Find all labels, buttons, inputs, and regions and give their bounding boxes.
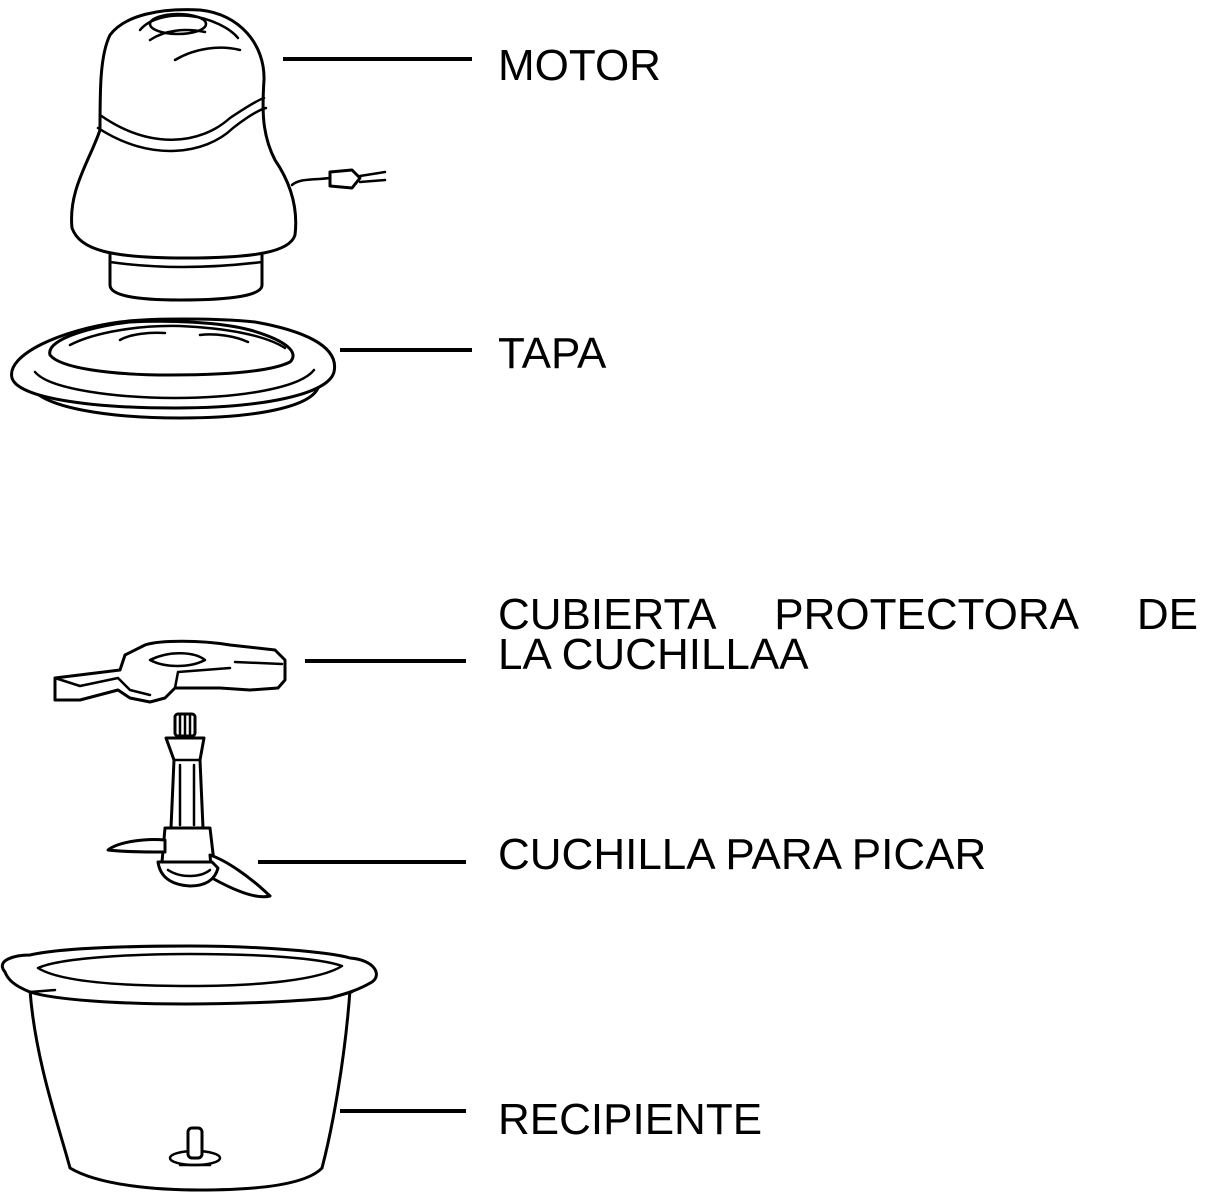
chopping-blade: [106, 712, 272, 899]
label-tapa: TAPA: [498, 332, 606, 376]
label-recipiente-text: RECIPIENTE: [498, 1095, 763, 1144]
label-cubierta-line1: CUBIERTA PROTECTORA DE: [498, 590, 1198, 639]
label-tapa-text: TAPA: [498, 329, 607, 378]
label-cubierta-line2: LA CUCHILLAA: [498, 630, 809, 679]
label-cubierta: CUBIERTA PROTECTORA DE LA CUCHILLAA: [498, 590, 1198, 679]
bowl: [1, 944, 378, 1192]
blade-cover: [53, 639, 287, 704]
lid: [10, 317, 337, 420]
label-cubierta-word1: CUBIERTA: [498, 590, 717, 639]
motor-unit: [70, 8, 387, 302]
label-recipiente: RECIPIENTE: [498, 1098, 762, 1142]
label-cubierta-word3: DE: [1136, 590, 1198, 639]
label-cuchilla: CUCHILLA PARA PICAR: [498, 833, 986, 877]
label-cubierta-word2: PROTECTORA: [774, 590, 1080, 639]
label-motor-text: MOTOR: [498, 41, 661, 90]
label-motor: MOTOR: [498, 44, 661, 88]
label-cuchilla-text: CUCHILLA PARA PICAR: [498, 830, 987, 879]
